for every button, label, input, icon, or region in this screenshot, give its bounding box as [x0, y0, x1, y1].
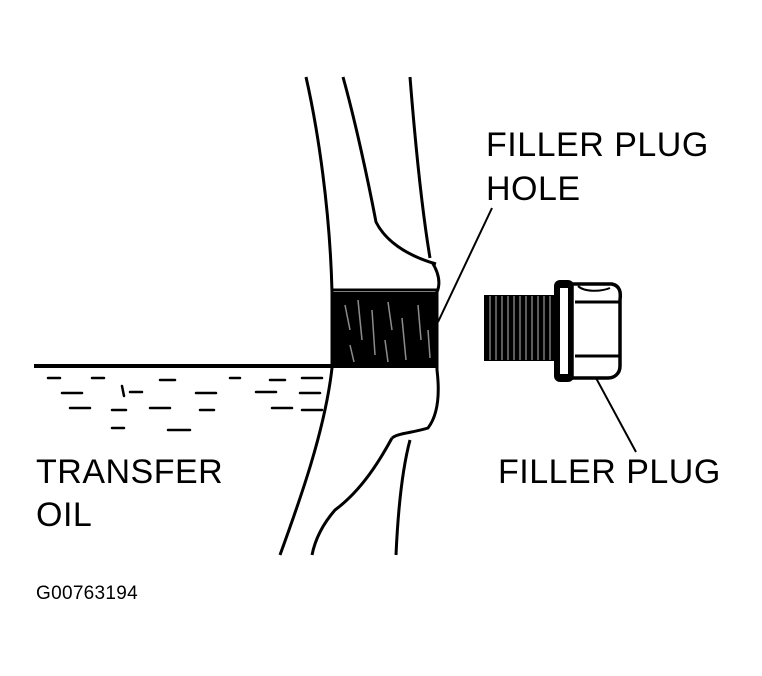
leader-filler-plug — [595, 377, 637, 453]
figure-code: G00763194 — [36, 583, 139, 604]
filler-plug-gasket-inner — [560, 288, 568, 374]
hex-head-chamfer — [577, 285, 611, 292]
plug-thread-lines — [489, 296, 551, 360]
case-wall-inner-line-right — [408, 76, 432, 259]
label-transfer-oil-line1: TRANSFER — [36, 453, 224, 491]
filler-plug-hole-threads — [332, 292, 438, 368]
label-filler-plug: FILLER PLUG — [498, 453, 721, 491]
case-wall-inner-line-lower — [310, 437, 394, 556]
filler-hole-boss — [391, 261, 441, 440]
label-filler-plug-hole-line2: HOLE — [486, 170, 581, 208]
oil-dashes — [46, 376, 324, 432]
case-wall-inner-line-upper — [341, 76, 437, 266]
hole-thread-highlights — [344, 299, 431, 363]
case-wall-lower-right-line — [394, 439, 412, 556]
label-filler-plug-hole-line1: FILLER PLUG — [486, 126, 709, 164]
leader-filler-plug-hole — [437, 207, 493, 323]
label-transfer-oil-line2: OIL — [36, 496, 93, 534]
case-wall-outer-outline — [278, 76, 334, 556]
filler-plug-hex-head — [570, 282, 623, 380]
